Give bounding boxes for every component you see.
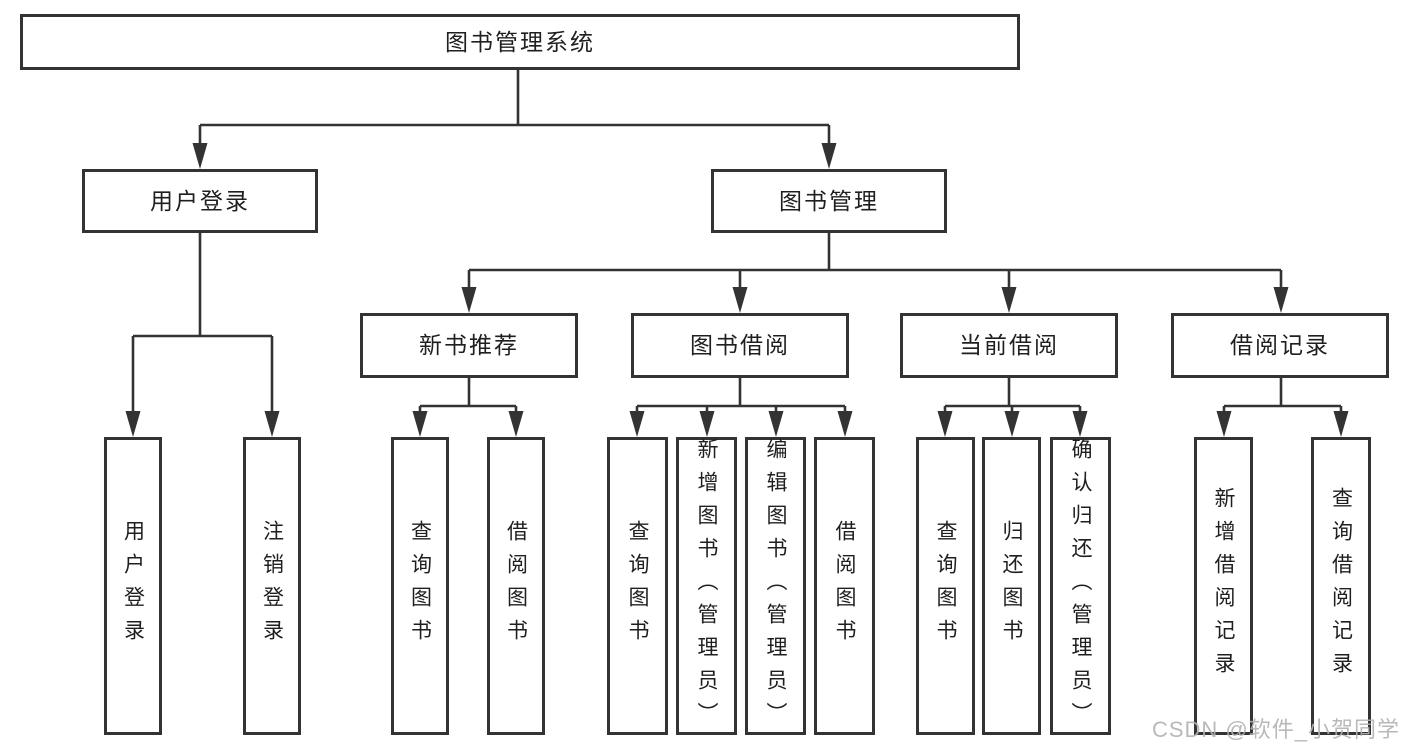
node-label: 用户登录 <box>121 520 145 652</box>
node-label: 查询借阅记录 <box>1329 487 1353 685</box>
node-label: 查询图书 <box>934 520 957 652</box>
node-label: 当前借阅 <box>959 332 1059 358</box>
node-label: 编辑图书（管理员） <box>764 437 787 735</box>
node-leaf-add-books-admin: 新增图书（管理员） <box>676 437 737 735</box>
node-label: 图书管理系统 <box>445 28 595 55</box>
node-label: 新书推荐 <box>419 332 519 358</box>
node-book-management: 图书管理 <box>711 169 947 233</box>
node-new-book-recommend: 新书推荐 <box>360 313 578 378</box>
node-label: 用户登录 <box>150 187 250 214</box>
node-label: 图书管理 <box>779 187 879 214</box>
node-label: 新增图书（管理员） <box>695 437 718 735</box>
csdn-watermark: CSDN @软件_小贺同学 <box>1151 717 1400 742</box>
node-leaf-confirm-return-admin: 确认归还（管理员） <box>1050 437 1111 735</box>
node-label: 归还图书 <box>1000 520 1023 652</box>
node-leaf-add-borrow-record: 新增借阅记录 <box>1194 437 1253 735</box>
node-leaf-borrow-books: 借阅图书 <box>487 437 545 735</box>
node-label: 借阅图书 <box>504 520 528 652</box>
node-leaf-borrow-books: 借阅图书 <box>814 437 875 735</box>
node-library-management-system: 图书管理系统 <box>20 14 1020 70</box>
node-borrowing-records: 借阅记录 <box>1171 313 1389 378</box>
node-book-borrowing: 图书借阅 <box>631 313 849 378</box>
node-label: 新增借阅记录 <box>1212 487 1235 685</box>
node-label: 查询图书 <box>626 520 649 652</box>
node-user-login: 用户登录 <box>82 169 318 233</box>
node-leaf-logout: 注销登录 <box>243 437 301 735</box>
node-leaf-user-login: 用户登录 <box>104 437 162 735</box>
node-leaf-query-books: 查询图书 <box>391 437 449 735</box>
node-label: 借阅记录 <box>1230 332 1330 358</box>
node-label: 图书借阅 <box>690 332 790 358</box>
node-label: 注销登录 <box>260 520 284 652</box>
node-label: 借阅图书 <box>833 520 856 652</box>
node-current-borrowing: 当前借阅 <box>900 313 1118 378</box>
node-label: 确认归还（管理员） <box>1069 437 1092 735</box>
node-leaf-edit-books-admin: 编辑图书（管理员） <box>745 437 806 735</box>
node-leaf-query-borrow-record: 查询借阅记录 <box>1311 437 1371 735</box>
node-leaf-query-books: 查询图书 <box>916 437 975 735</box>
node-leaf-return-books: 归还图书 <box>982 437 1041 735</box>
node-label: 查询图书 <box>408 520 432 652</box>
node-leaf-query-books: 查询图书 <box>607 437 668 735</box>
